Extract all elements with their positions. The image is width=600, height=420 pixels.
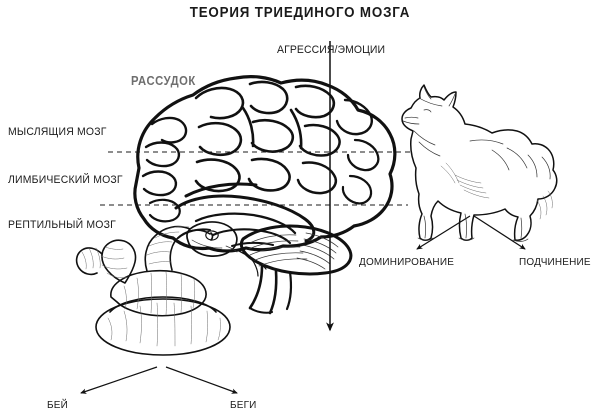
wolf-to-submission-arrow [473,215,526,250]
wolf-illustration [401,84,558,242]
snake-to-fight-arrow [80,366,158,394]
label-aggression: АГРЕССИЯ/ЭМОЦИИ [277,44,386,56]
label-reptile-brain: РЕПТИЛЬНЫЙ МОЗГ [8,219,116,231]
page-title: ТЕОРИЯ ТРИЕДИНОГО МОЗГА [189,5,411,21]
label-submission: ПОДЧИНЕНИЕ [519,256,591,268]
label-reason: РАССУДОК [131,74,196,88]
snake-to-flight-arrow [165,366,238,394]
wolf-to-dominance-arrow [416,215,471,250]
label-fight: БЕЙ [47,399,68,411]
brain-illustration [133,75,397,315]
label-dominance: ДОМИНИРОВАНИЕ [359,256,455,268]
label-flight: БЕГИ [230,399,257,411]
label-limbic-brain: ЛИМБИЧЕСКИЙ МОЗГ [8,174,123,186]
snake-illustration [75,221,267,356]
label-thinking-brain: МЫСЛЯЩИЯ МОЗГ [8,126,107,138]
